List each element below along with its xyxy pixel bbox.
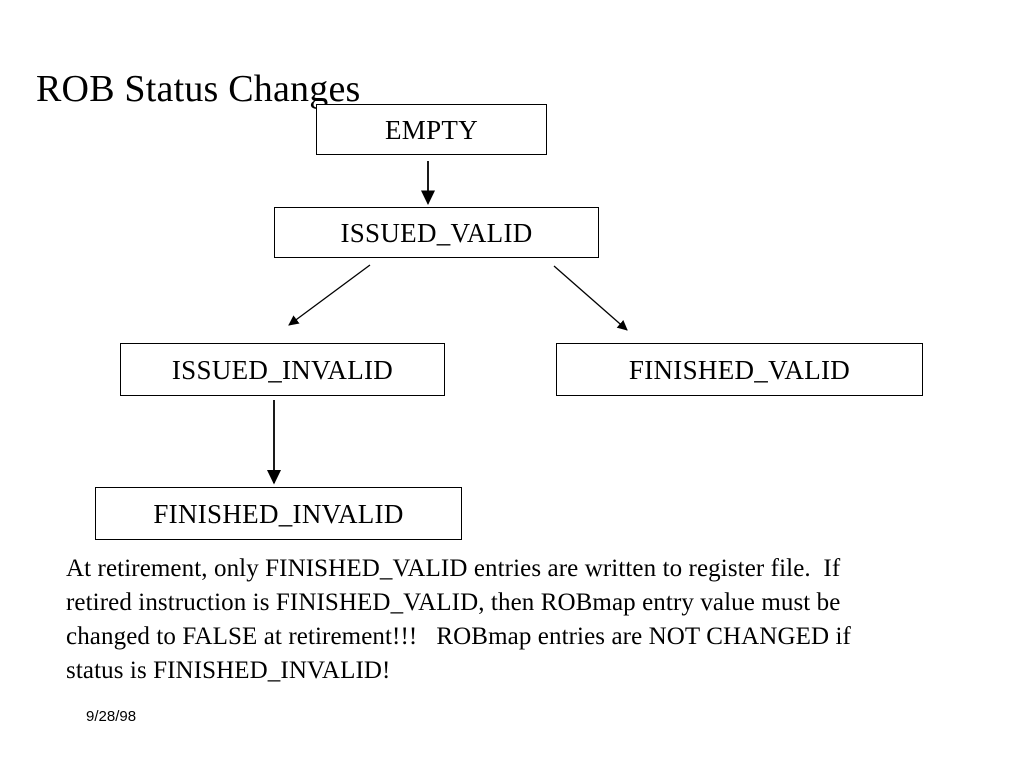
edge-issued-valid-to-finished-valid: [553, 265, 628, 331]
footer-date: 9/28/98: [86, 708, 137, 725]
body-paragraph: At retirement, only FINISHED_VALID entri…: [66, 552, 976, 688]
state-node-finished-valid[interactable]: FINISHED_VALID: [556, 343, 923, 396]
state-node-label: FINISHED_VALID: [628, 354, 851, 385]
body-line: status is FINISHED_INVALID!: [66, 657, 391, 684]
state-node-finished-invalid[interactable]: FINISHED_INVALID: [95, 487, 462, 540]
state-node-label: FINISHED_INVALID: [153, 498, 404, 529]
body-line: changed to FALSE at retirement!!! ROBmap…: [66, 623, 851, 650]
body-line: retired instruction is FINISHED_VALID, t…: [66, 589, 841, 616]
edge-issued-valid-to-issued-invalid: [288, 264, 371, 326]
state-node-empty[interactable]: EMPTY: [316, 104, 547, 155]
body-line: At retirement, only FINISHED_VALID entri…: [66, 555, 841, 582]
state-node-issued-valid[interactable]: ISSUED_VALID: [274, 207, 599, 258]
state-node-label: ISSUED_VALID: [340, 217, 533, 248]
state-node-label: EMPTY: [384, 114, 478, 145]
state-node-issued-invalid[interactable]: ISSUED_INVALID: [120, 343, 445, 396]
page-title: ROB Status Changes: [36, 68, 361, 111]
state-node-label: ISSUED_INVALID: [171, 354, 394, 385]
